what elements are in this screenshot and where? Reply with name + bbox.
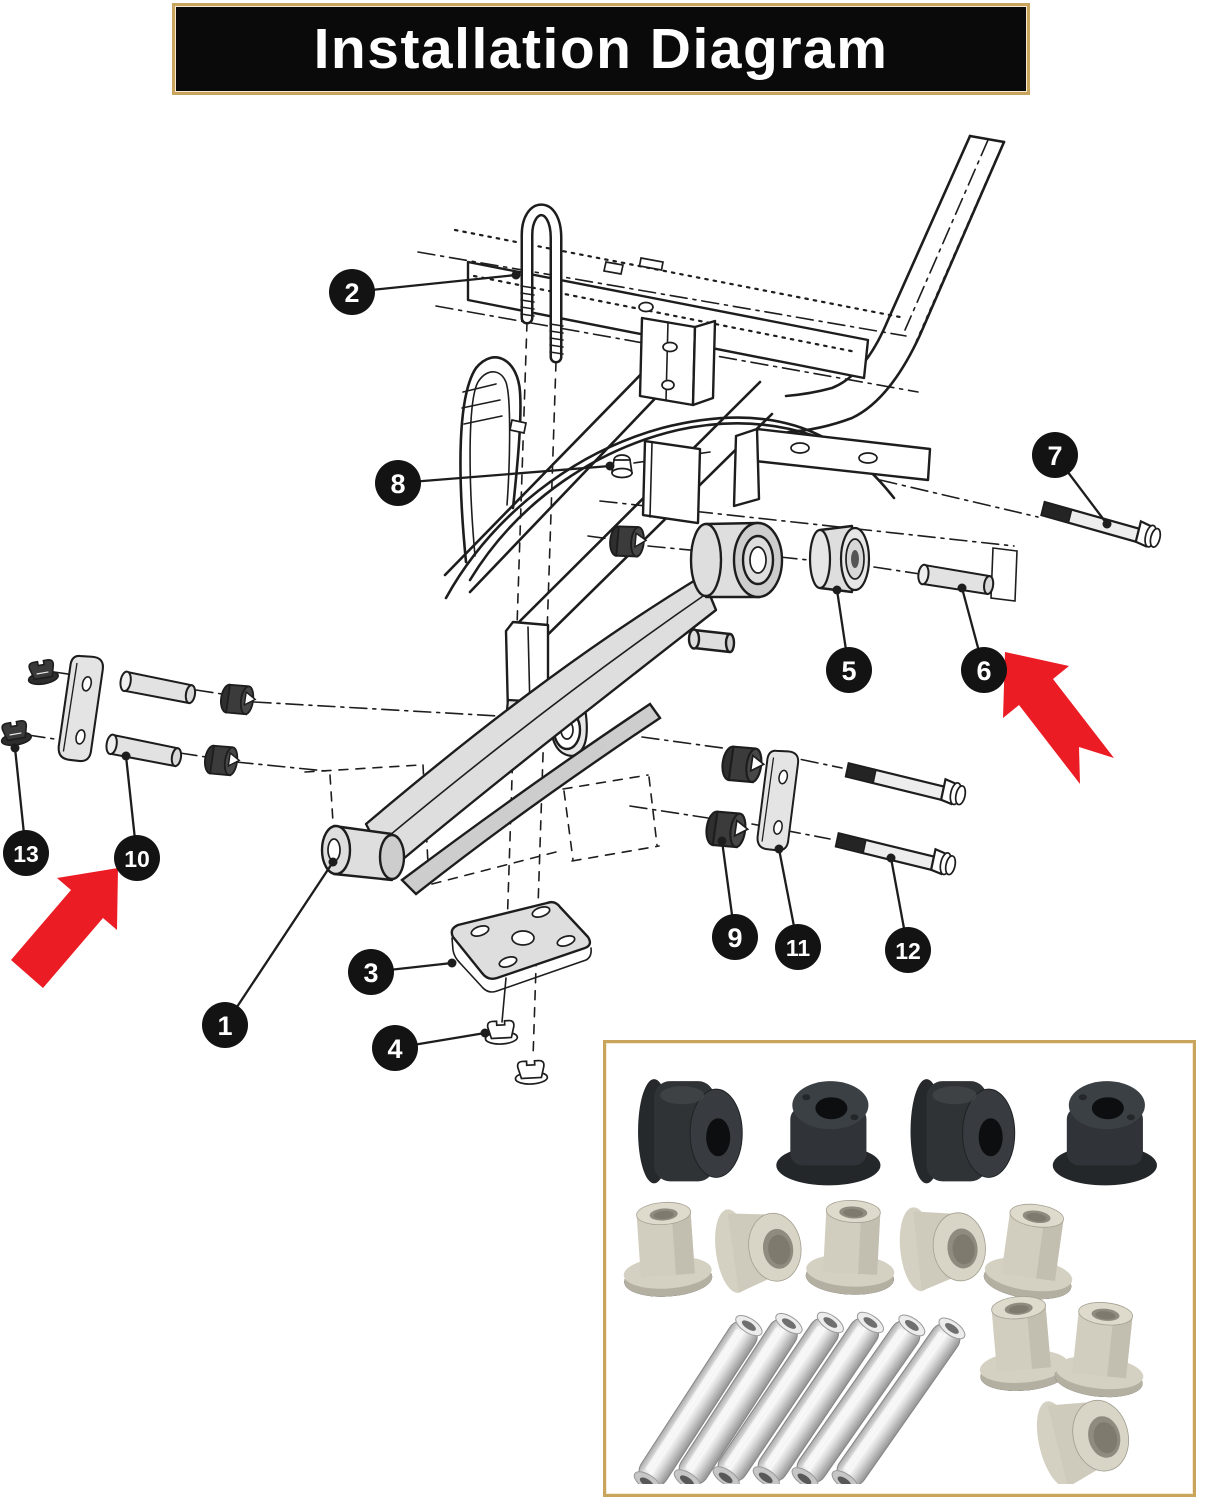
flange-nut-4b [513, 1059, 549, 1086]
callout-11-badge [775, 924, 821, 970]
upper-frame-rail [466, 260, 870, 380]
callout-10-badge [114, 835, 160, 881]
callout-7-target-dot [1102, 519, 1112, 529]
callout-11-target-dot [774, 844, 784, 854]
red-arrow-lower-left [11, 868, 118, 988]
callout-10-number: 10 [124, 846, 150, 872]
callout-6-badge [961, 647, 1007, 693]
callout-1-badge [202, 1002, 248, 1048]
page-title: Installation Diagram [313, 17, 889, 81]
bolt-7 [1039, 496, 1164, 551]
rear-shackle-hardware [703, 743, 969, 878]
black-bushing-1 [637, 1078, 743, 1184]
callout-2-target-dot [511, 270, 521, 280]
callout-3-number: 3 [363, 958, 378, 988]
callout-4-badge [372, 1025, 418, 1071]
callout-3-target-dot [447, 958, 457, 968]
rear-eye-hardware [607, 454, 1164, 596]
parts-photo-inset [603, 1040, 1196, 1497]
callout-7-badge [1032, 432, 1078, 478]
flange-nut-13a [24, 657, 61, 688]
callout-2-badge [329, 269, 375, 315]
cream-bushing-1 [618, 1198, 714, 1301]
cream-bushing-6 [973, 1292, 1071, 1395]
cream-bushing-4 [895, 1199, 990, 1294]
second-leaf [400, 702, 662, 896]
flange-nut-13b [0, 718, 34, 749]
callout-1-leader [224, 861, 334, 1026]
callout-9-badge [712, 914, 758, 960]
title-banner: Installation Diagram [172, 3, 1030, 95]
shackle-plate-left [48, 651, 113, 766]
callout-3-badge [348, 949, 394, 995]
clip-8 [611, 454, 633, 479]
callout-8-target-dot [605, 461, 615, 471]
callout-11-number: 11 [786, 935, 811, 961]
callout-8-number: 8 [390, 469, 405, 499]
inset-parts [618, 1078, 1157, 1484]
bushing-rear-eye-left [607, 523, 649, 560]
callout-5-target-dot [832, 585, 842, 595]
red-arrows [11, 652, 1114, 988]
bushing-front-b [202, 742, 242, 779]
callout-8-badge [375, 460, 421, 506]
cream-bushing-7 [1052, 1297, 1152, 1402]
bolt-12b [833, 827, 959, 878]
callout-6-target-dot [957, 583, 967, 593]
callout-9-target-dot [717, 836, 727, 846]
callout-8-leader [397, 464, 611, 485]
callout-1-number: 1 [217, 1011, 232, 1041]
shock-loop [459, 356, 522, 564]
front-frame-member [511, 380, 774, 662]
black-bushing-2 [776, 1081, 881, 1186]
callout-10-target-dot [121, 751, 131, 761]
flange-nut-4a [483, 1019, 519, 1046]
cream-bushing-8 [1028, 1383, 1138, 1484]
bushing-front-a [218, 681, 258, 718]
callout-13-badge [3, 830, 49, 876]
callout-5-number: 5 [841, 656, 856, 686]
callout-12-target-dot [886, 853, 896, 863]
callout-6-number: 6 [976, 656, 991, 686]
leaf-spring [320, 521, 784, 896]
bolt-12a [843, 757, 969, 808]
callout-2-number: 2 [344, 278, 359, 308]
black-bushing-4 [1052, 1081, 1157, 1186]
sleeve-stop-bracket [990, 547, 1018, 602]
callout-7-number: 7 [1047, 441, 1062, 471]
sleeve-6 [916, 563, 996, 596]
red-arrow-right [1003, 652, 1114, 784]
cream-bushing-2 [709, 1199, 807, 1296]
callout-5-badge [826, 647, 872, 693]
sleeve-10a [117, 669, 198, 705]
callout-12-badge [885, 927, 931, 973]
sleeve-10b [103, 732, 184, 768]
parts-photo [618, 1078, 1157, 1484]
bushing-9a [719, 743, 767, 786]
callout-13-number: 13 [13, 841, 39, 867]
callout-1-target-dot [328, 857, 338, 867]
black-bushing-3 [910, 1078, 1016, 1184]
u-bolt [509, 203, 564, 435]
callout-4-target-dot [480, 1028, 490, 1038]
callout-9-number: 9 [727, 923, 742, 953]
cream-bushing-3 [804, 1197, 899, 1298]
cream-bushing-5 [981, 1198, 1083, 1305]
callout-12-number: 12 [895, 938, 921, 964]
spring-plate-group [450, 900, 592, 1086]
rear-frame-bracket [753, 427, 932, 482]
bushing-9b [703, 808, 751, 851]
callout-2-leader [351, 273, 517, 294]
callout-13-target-dot [10, 743, 20, 753]
callout-4-number: 4 [387, 1034, 402, 1064]
